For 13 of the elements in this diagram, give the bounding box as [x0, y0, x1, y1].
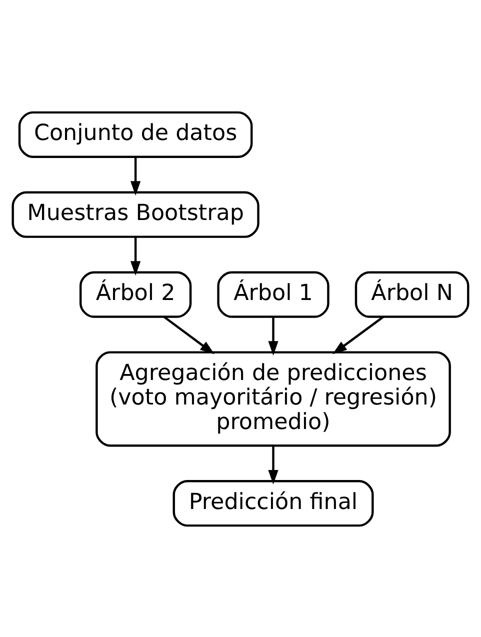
node-box: Agregación de predicciones (voto mayoritário / regresión) promedio): [96, 350, 451, 446]
node-box: Predicción final: [172, 480, 374, 526]
node-box: Árbol N: [354, 270, 470, 318]
arrow: [130, 236, 141, 276]
arrow: [130, 156, 141, 196]
arrow: [268, 445, 278, 484]
node-box: Árbol 2: [79, 270, 192, 318]
arrow: [163, 315, 215, 354]
node-box: Árbol 1: [217, 270, 330, 318]
arrow: [268, 316, 278, 356]
node-box: Conjunto de datos: [18, 110, 253, 158]
node-box: Muestras Bootstrap: [12, 190, 260, 238]
arrow: [332, 315, 384, 354]
